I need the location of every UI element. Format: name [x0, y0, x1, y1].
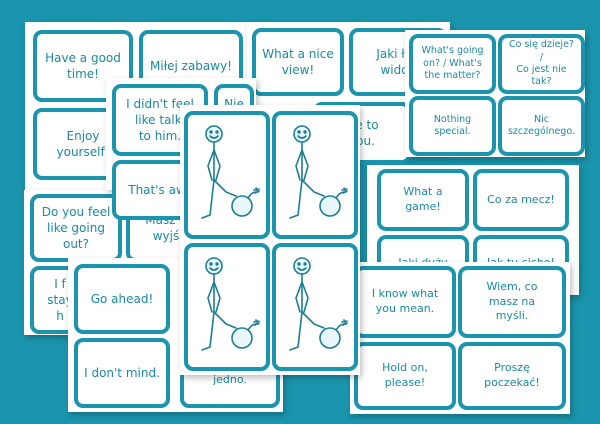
phrase-card-what-a-nice-view: What a nice view!	[252, 28, 344, 96]
phrase-card-have-a-good-time: Have a good time!	[33, 30, 133, 102]
stick-figure-with-bomb-icon	[192, 115, 262, 235]
image-card-2	[272, 111, 358, 239]
image-card-1	[184, 111, 270, 239]
phrase-card-nic-szczegolnego: Nic szczególnego.	[498, 96, 585, 156]
card-sheet-8: I know what you mean. Wiem, co masz na m…	[350, 262, 570, 414]
phrase-card-i-know-what-you-mean: I know what you mean.	[354, 266, 456, 338]
phrase-card-co-sie-dzieje: Co się dzieje? / Co jest nie tak?	[498, 34, 585, 94]
phrase-card-co-za-mecz: Co za mecz!	[473, 169, 569, 231]
phrase-card-whats-going-on: What's going on? / What's the matter?	[409, 34, 496, 94]
phrase-card-go-ahead: Go ahead!	[74, 264, 170, 334]
phrase-card-i-dont-mind: I don't mind.	[74, 338, 170, 408]
stick-figure-with-bomb-icon	[280, 247, 350, 367]
phrase-card-what-a-game: What a game!	[377, 169, 469, 231]
phrase-card-do-you-feel-like-going-out: Do you feel like going out?	[30, 194, 122, 262]
phrase-card-prosze-poczekac: Proszę poczekać!	[458, 342, 566, 410]
stick-figure-with-bomb-icon	[280, 115, 350, 235]
phrase-card-hold-on-please: Hold on, please!	[354, 342, 456, 410]
image-card-4	[272, 243, 358, 371]
image-card-3	[184, 243, 270, 371]
image-card-sheet	[180, 105, 360, 375]
stick-figure-with-bomb-icon	[192, 247, 262, 367]
phrase-card-wiem-co-masz-na-mysli: Wiem, co masz na myśli.	[458, 266, 566, 338]
card-sheet-6: What's going on? / What's the matter? Co…	[405, 30, 585, 157]
phrase-card-nothing-special: Nothing special.	[409, 96, 496, 156]
